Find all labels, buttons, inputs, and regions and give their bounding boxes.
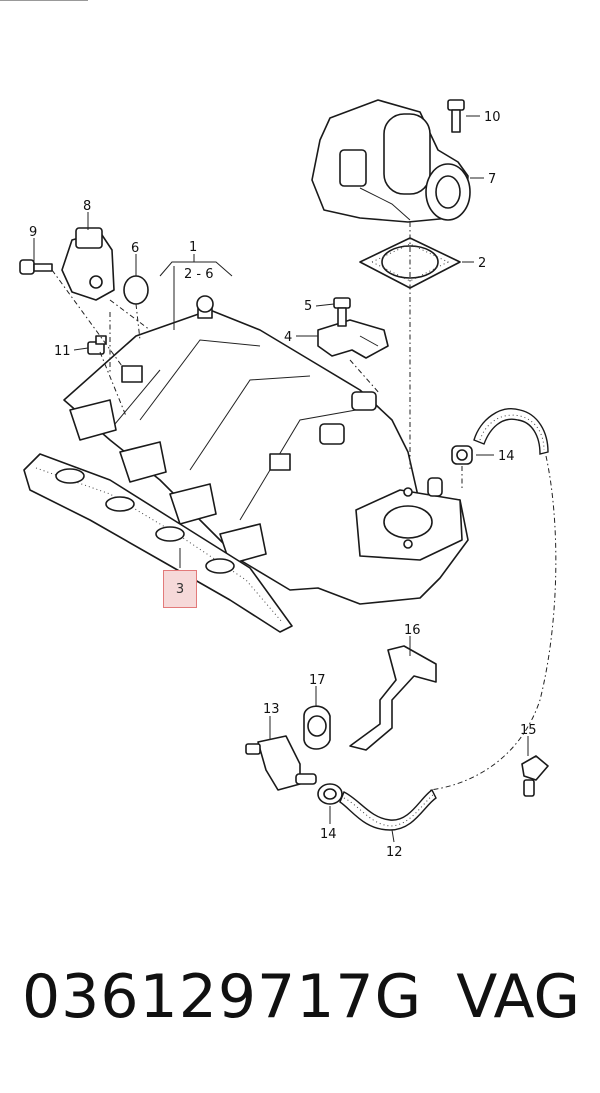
callout-14-lower: 14 xyxy=(320,827,337,842)
callout-8: 8 xyxy=(83,199,91,214)
top-border-line xyxy=(0,0,88,1)
callout-11: 11 xyxy=(54,344,71,359)
callout-1-range: 2 - 6 xyxy=(184,267,214,282)
callout-15: 15 xyxy=(520,723,537,738)
valve-part-13[interactable] xyxy=(245,735,317,791)
callout-4: 4 xyxy=(284,330,292,345)
intake-manifold-part-1[interactable] xyxy=(63,295,469,605)
callout-10: 10 xyxy=(484,110,501,125)
clip-part-14-lower[interactable] xyxy=(317,783,343,805)
callout-16: 16 xyxy=(404,623,421,638)
throttle-body-part-7[interactable] xyxy=(311,99,471,223)
brand-text: VAG xyxy=(456,962,580,1032)
vent-hose-upper[interactable] xyxy=(473,408,549,455)
manifold-gasket-part-3[interactable] xyxy=(23,453,293,633)
callout-6: 6 xyxy=(131,241,139,256)
bolt-part-11[interactable] xyxy=(87,335,107,355)
screw-part-9[interactable] xyxy=(19,259,53,275)
exploded-parts-diagram: 10 7 2 4 5 8 9 6 1 2 - 6 11 14 16 17 13 … xyxy=(19,99,557,860)
callout-9: 9 xyxy=(29,225,37,240)
callout-7: 7 xyxy=(488,172,496,187)
bracket-part-16[interactable] xyxy=(349,645,437,751)
vent-hose-part-12[interactable] xyxy=(339,788,437,831)
bracket-part-4[interactable] xyxy=(317,319,389,359)
sensor-part-8[interactable] xyxy=(61,227,115,301)
clip-part-15[interactable] xyxy=(521,755,549,797)
callout-14-upper: 14 xyxy=(498,449,515,464)
highlighted-callout-3[interactable]: 3 xyxy=(163,570,197,608)
clip-part-14-upper[interactable] xyxy=(451,445,473,465)
callout-2: 2 xyxy=(478,256,486,271)
callout-17: 17 xyxy=(309,673,326,688)
bolt-part-10[interactable] xyxy=(447,99,465,133)
callout-13: 13 xyxy=(263,702,280,717)
bolt-part-5[interactable] xyxy=(333,297,351,327)
part-number-text: 036129717G xyxy=(22,962,423,1032)
clamp-part-17[interactable] xyxy=(303,705,331,750)
footer-caption: 036129717G VAG xyxy=(0,962,600,1072)
callout-3: 3 xyxy=(175,582,185,597)
callout-12: 12 xyxy=(386,845,403,860)
seal-part-6[interactable] xyxy=(123,275,149,305)
callout-1: 1 xyxy=(189,240,197,255)
callout-5: 5 xyxy=(304,299,312,314)
